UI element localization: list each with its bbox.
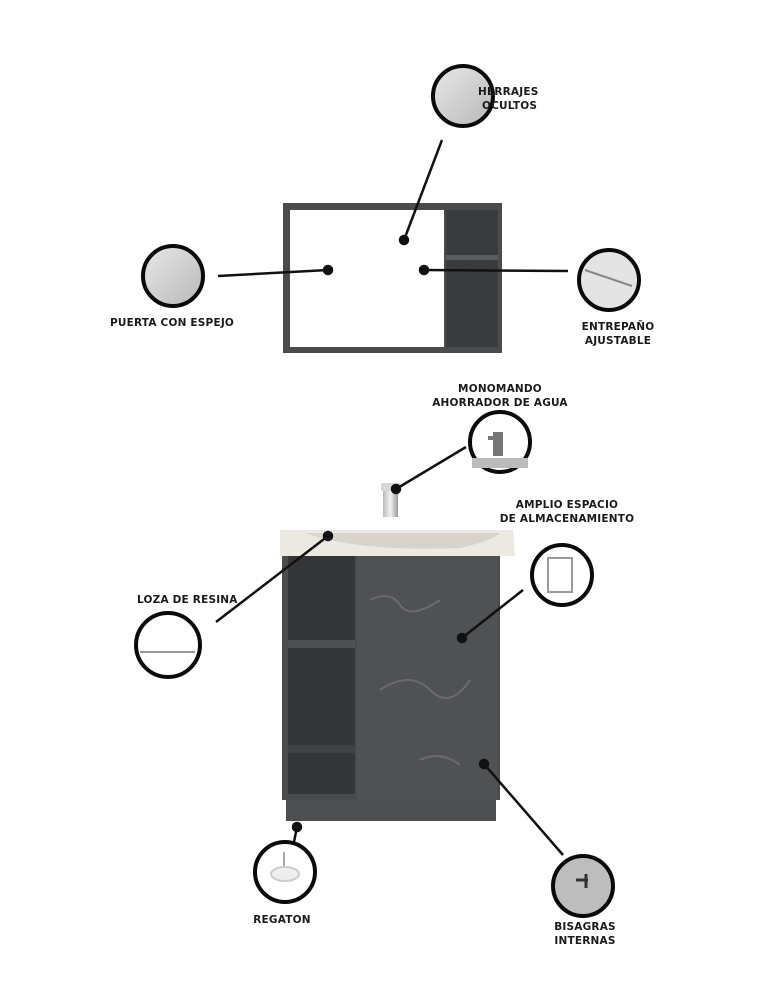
label-line: PUERTA CON ESPEJO [110, 317, 235, 329]
label-line: BISAGRAS [554, 921, 616, 933]
label-line: ENTREPAÑO [581, 321, 655, 333]
label-line: OCULTOS [482, 100, 538, 112]
label-regaton: REGATON [253, 913, 310, 927]
cabinet-door [357, 556, 498, 800]
basin-detail-icon [134, 611, 202, 679]
label-line: LOZA DE RESINA [137, 594, 238, 606]
mirror-door-detail-icon [141, 244, 205, 308]
adjustable-shelf [446, 255, 498, 260]
label-line: REGATON [253, 914, 311, 926]
label-line: AHORRADOR DE AGUA [432, 397, 568, 409]
label-line: AJUSTABLE [584, 335, 652, 347]
label-line: INTERNAS [554, 935, 616, 947]
label-line: MONOMANDO [458, 383, 542, 395]
faucet [383, 487, 398, 517]
hidden-hardware-detail-icon [431, 64, 495, 128]
hinge-detail-icon [551, 854, 615, 918]
vanity-cabinet [280, 483, 515, 821]
label-entrepano-ajustable: ENTREPAÑO AJUSTABLE [582, 320, 655, 348]
label-line: DE ALMACENAMIENTO [499, 513, 635, 525]
storage-detail-icon [530, 543, 594, 607]
open-shelves [288, 556, 355, 794]
label-line: HERRAJES [478, 86, 539, 98]
shelf-detail-icon [577, 248, 641, 312]
label-monomando: MONOMANDO AHORRADOR DE AGUA [432, 382, 568, 410]
label-loza-de-resina: LOZA DE RESINA [137, 593, 238, 607]
leader-lines [215, 139, 569, 856]
label-herrajes-ocultos: HERRAJES OCULTOS [478, 85, 539, 113]
label-puerta-con-espejo: PUERTA CON ESPEJO [110, 316, 234, 330]
label-line: AMPLIO ESPACIO [515, 499, 619, 511]
label-bisagras-internas: BISAGRAS INTERNAS [554, 920, 616, 948]
mirror-door [290, 210, 444, 347]
label-amplio-espacio: AMPLIO ESPACIO DE ALMACENAMIENTO [500, 498, 635, 526]
cabinet-base [286, 800, 496, 821]
mirror-cabinet [283, 203, 502, 353]
